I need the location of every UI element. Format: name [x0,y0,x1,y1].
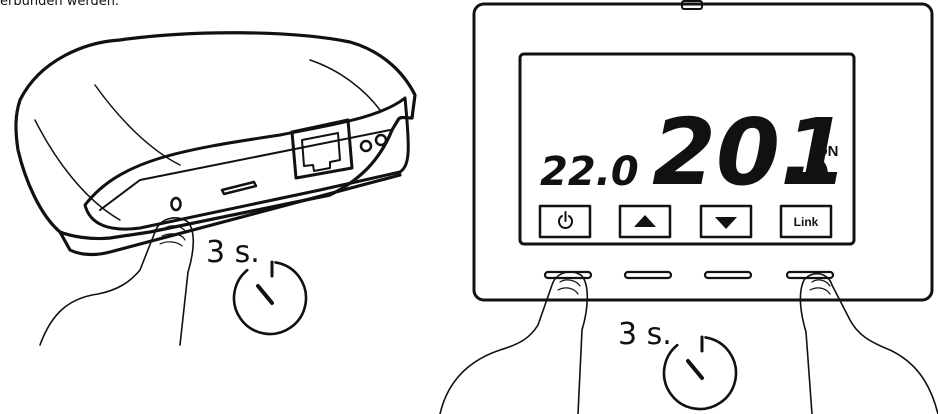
physical-key-up[interactable] [623,270,673,280]
timer-hand-icon [686,359,704,380]
temperature-readout: 20. [652,99,815,206]
flame-icon [817,160,828,176]
arrow-down-icon [715,217,737,229]
thermostat-device [472,0,934,302]
right-finger [799,272,938,414]
setpoint-readout: 22.0 [540,149,639,195]
gateway-timer-label: 3 s. [206,235,260,270]
thermostat-timer: 3 s. [618,317,738,411]
link-button-label: Link [794,215,819,229]
caption-text: erbunden werden. [0,0,120,9]
ethernet-port-icon [290,118,354,180]
temperature-last-digit: 1 [784,99,848,206]
down-button[interactable] [699,204,753,239]
up-button[interactable] [618,204,672,239]
physical-key-down[interactable] [703,270,753,280]
left-finger [439,271,589,414]
power-icon [558,211,573,229]
timer-hand-icon [256,284,274,305]
power-button[interactable] [538,204,592,239]
finger-pressing-reset [39,217,195,346]
link-button[interactable]: Link [779,204,833,239]
led-icon [374,133,388,147]
gateway-timer: 3 s. [206,235,308,336]
card-slot [220,180,258,196]
thermostat-timer-label: 3 s. [618,317,672,352]
lcd-screen [518,52,856,246]
physical-keys [543,270,835,280]
physical-key-power[interactable] [543,270,593,280]
gateway-device [14,31,417,257]
arrow-up-icon [634,215,656,227]
led-icon [359,139,373,153]
heating-status-label: ON [816,143,839,160]
reset-button[interactable] [170,196,182,212]
